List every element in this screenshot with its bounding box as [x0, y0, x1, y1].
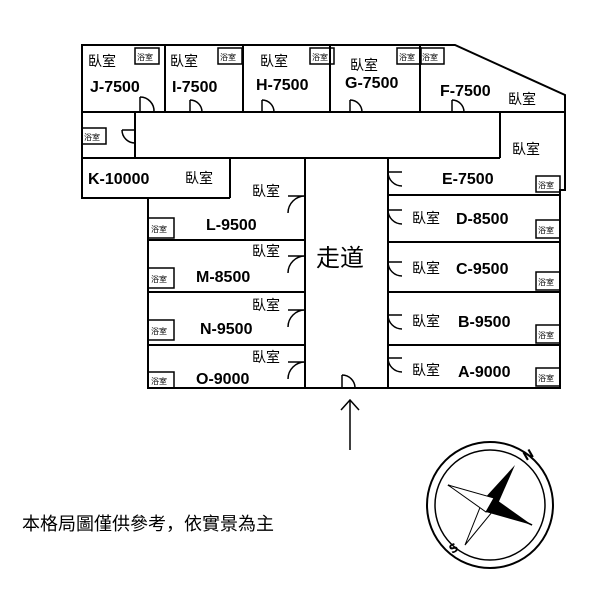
bath-label: 浴室	[538, 330, 554, 340]
bath-label: 浴室	[312, 52, 328, 62]
room-d-bedroom-label: 臥室	[412, 210, 440, 227]
room-l-code: L-9500	[206, 217, 257, 234]
entrance-arrow-icon	[340, 398, 360, 450]
room-c-code: C-9500	[456, 261, 509, 278]
compass-icon: N S	[426, 441, 554, 569]
bath-label: 浴室	[84, 132, 100, 142]
room-o-code: O-9000	[196, 371, 249, 388]
room-e-code: E-7500	[442, 171, 494, 188]
room-n-bedroom-label: 臥室	[252, 297, 280, 314]
room-j-code: J-7500	[90, 79, 140, 96]
room-i-bedroom-label: 臥室	[170, 53, 198, 70]
room-h-bedroom-label: 臥室	[260, 53, 288, 70]
bath-label: 浴室	[538, 225, 554, 235]
room-g-code: G-7500	[345, 75, 398, 92]
bath-label: 浴室	[538, 180, 554, 190]
corridor-label: 走道	[316, 244, 364, 272]
room-n-code: N-9500	[200, 321, 253, 338]
compass-south-label: S	[447, 540, 461, 556]
room-o-bedroom-label: 臥室	[252, 349, 280, 366]
bath-label: 浴室	[151, 326, 167, 336]
room-k-bedroom-label: 臥室	[185, 170, 213, 187]
room-k-code: K-10000	[88, 171, 149, 188]
room-m-code: M-8500	[196, 269, 250, 286]
bath-label: 浴室	[151, 274, 167, 284]
bath-label: 浴室	[220, 52, 236, 62]
disclaimer-text: 本格局圖僅供參考，依實景為主	[22, 514, 274, 535]
bath-label: 浴室	[151, 376, 167, 386]
room-c-bedroom-label: 臥室	[412, 260, 440, 277]
bath-label: 浴室	[422, 52, 438, 62]
bath-label: 浴室	[151, 224, 167, 234]
room-d-code: D-8500	[456, 211, 509, 228]
room-f-bedroom-label: 臥室	[508, 91, 536, 108]
room-f-code: F-7500	[440, 83, 491, 100]
room-e-bedroom-label: 臥室	[512, 141, 540, 158]
room-a-code: A-9000	[458, 364, 511, 381]
bath-label: 浴室	[538, 373, 554, 383]
room-b-bedroom-label: 臥室	[412, 313, 440, 330]
bath-label: 浴室	[538, 277, 554, 287]
bath-label: 浴室	[137, 52, 153, 62]
room-h-code: H-7500	[256, 77, 309, 94]
room-a-bedroom-label: 臥室	[412, 362, 440, 379]
room-b-code: B-9500	[458, 314, 511, 331]
room-j-bedroom-label: 臥室	[88, 53, 116, 70]
room-g-bedroom-label: 臥室	[350, 57, 378, 74]
bath-label: 浴室	[399, 52, 415, 62]
room-m-bedroom-label: 臥室	[252, 243, 280, 260]
room-l-bedroom-label: 臥室	[252, 183, 280, 200]
room-i-code: I-7500	[172, 79, 217, 96]
